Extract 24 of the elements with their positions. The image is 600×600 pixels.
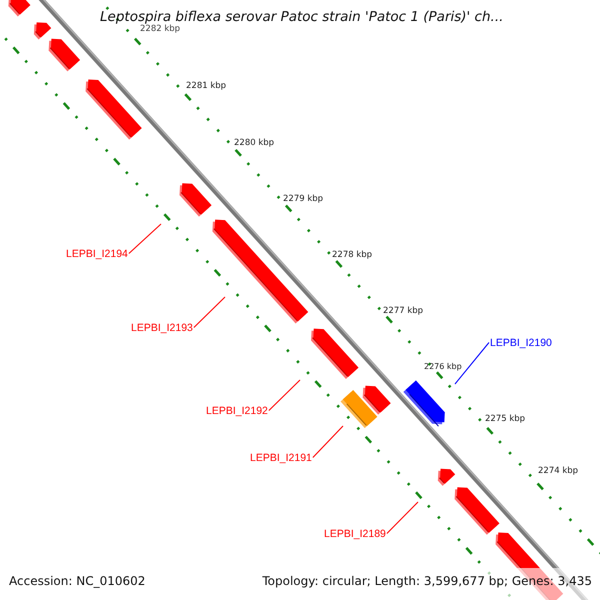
leader-line: [193, 296, 226, 328]
scale-label: 2275 kbp: [485, 414, 526, 424]
leader-line: [312, 426, 344, 458]
scale-label: 2274 kbp: [538, 466, 578, 476]
title: Leptospira biflexa serovar Patoc strain 'Patoc 1 (Paris)' ch...: [100, 9, 504, 25]
scale-label: 2282 kbp: [140, 24, 180, 34]
gene-label: LEPBI_I2193: [131, 322, 193, 335]
leader-line: [268, 380, 300, 411]
gene-label: LEPBI_I2189: [324, 528, 386, 541]
gene-label: LEPBI_I2194: [66, 248, 128, 261]
gene-label: LEPBI_I2190: [490, 337, 552, 350]
gene-label: LEPBI_I2191: [250, 452, 312, 465]
scale-label: 2280 kbp: [234, 138, 274, 148]
scale-label: 2278 kbp: [332, 250, 372, 260]
scale-label: 2276 kbp: [424, 362, 462, 372]
leader-line: [128, 224, 162, 254]
genome-info-text: Topology: circular; Length: 3,599,677 bp; Genes: 3,435: [262, 574, 592, 588]
leader-line: [386, 502, 418, 534]
gene-label: LEPBI_I2192: [206, 405, 268, 418]
scale-label: 2279 kbp: [283, 194, 324, 204]
accession-text: Accession: NC_010602: [9, 574, 146, 588]
scale-label: 2277 kbp: [383, 306, 424, 316]
leader-line: [454, 342, 490, 384]
scale-label: 2281 kbp: [186, 81, 226, 92]
